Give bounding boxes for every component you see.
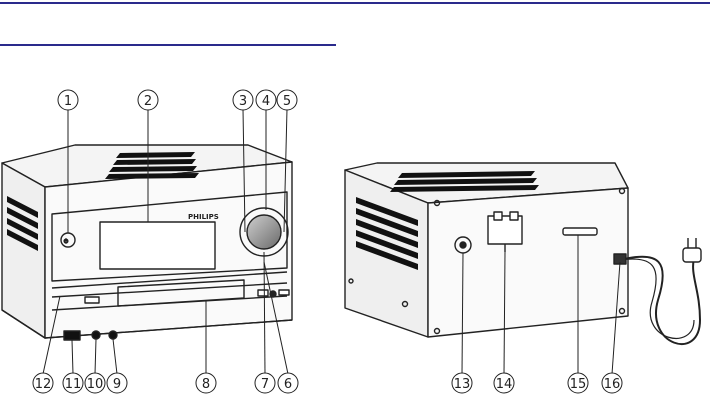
callout-label-8: 8 bbox=[202, 377, 210, 392]
display-window bbox=[100, 222, 215, 269]
power-cord bbox=[620, 257, 700, 344]
callout-label-12: 12 bbox=[35, 377, 52, 392]
power-plug bbox=[683, 248, 701, 262]
svg-text:⏻: ⏻ bbox=[64, 239, 68, 245]
callout-label-3: 3 bbox=[239, 94, 247, 109]
usb-port bbox=[64, 331, 80, 340]
callout-label-10: 10 bbox=[87, 377, 104, 392]
callout-label-6: 6 bbox=[284, 377, 292, 392]
volume-knob bbox=[247, 215, 281, 249]
back-unit bbox=[345, 163, 701, 344]
eject-label bbox=[85, 297, 99, 303]
callout-label-1: 1 bbox=[64, 94, 72, 109]
front-unit: ⏻ PHILIPS bbox=[2, 145, 292, 340]
brand-logo: PHILIPS bbox=[188, 213, 219, 221]
callout-label-16: 16 bbox=[604, 377, 621, 392]
front-unit-left-side bbox=[2, 163, 45, 338]
callout-label-14: 14 bbox=[496, 377, 513, 392]
mp3-link-jack bbox=[92, 331, 100, 339]
callout-label-9: 9 bbox=[113, 377, 121, 392]
callout-label-7: 7 bbox=[261, 377, 269, 392]
back-unit-rear bbox=[428, 188, 628, 337]
callout-label-4: 4 bbox=[262, 94, 270, 109]
callout-label-5: 5 bbox=[283, 94, 291, 109]
callout-label-13: 13 bbox=[454, 377, 471, 392]
headphone-jack bbox=[109, 331, 117, 339]
callout-label-2: 2 bbox=[144, 94, 152, 109]
callout-label-15: 15 bbox=[570, 377, 587, 392]
callout-label-11: 11 bbox=[65, 377, 82, 392]
rating-label bbox=[563, 228, 597, 235]
back-top-vents bbox=[390, 171, 539, 192]
